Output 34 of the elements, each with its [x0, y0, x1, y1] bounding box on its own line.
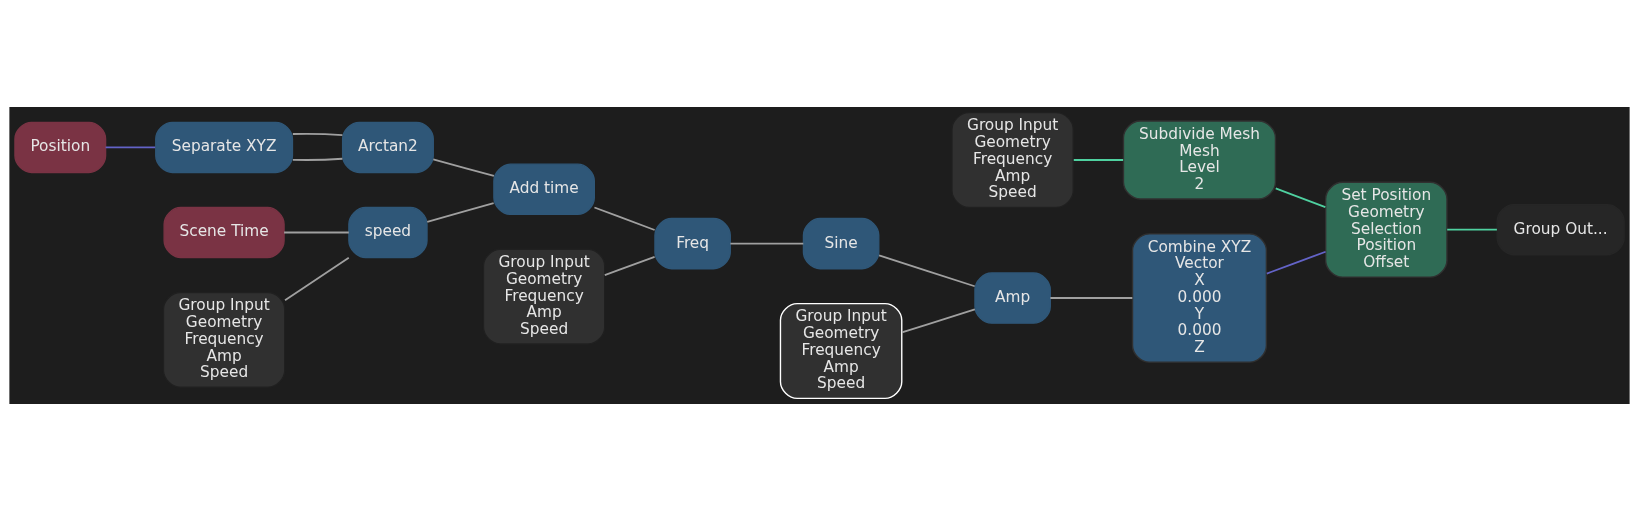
- node-box: Group Input Geometry Frequency Amp Speed: [482, 248, 606, 345]
- node-box: Amp: [974, 272, 1051, 324]
- node-box: Sine: [802, 217, 880, 270]
- node-box: Freq: [654, 217, 731, 270]
- connector: [1446, 228, 1498, 231]
- connector: [878, 254, 976, 288]
- node-box: Group Input Geometry Frequency Amp Speed: [162, 291, 286, 388]
- connector: [104, 146, 157, 149]
- connector: [729, 242, 805, 245]
- connector: [901, 308, 976, 334]
- connector: [291, 157, 344, 161]
- connector: [432, 158, 495, 177]
- node-box: Position: [14, 121, 107, 174]
- node-box: Group Input Geometry Frequency Amp Speed: [779, 302, 903, 400]
- connector: [1274, 187, 1327, 209]
- node-box: Combine XYZ Vector X 0.000 Y 0.000 Z: [1131, 233, 1268, 363]
- node-box: speed: [348, 206, 428, 259]
- node-box: Add time: [493, 163, 595, 216]
- node-box: Arctan2: [341, 121, 434, 174]
- connector: [291, 132, 344, 137]
- node-box: Scene Time: [163, 206, 285, 259]
- connector: [1265, 250, 1327, 275]
- node-box: Group Input Geometry Frequency Amp Speed: [951, 111, 1074, 209]
- connector: [283, 231, 350, 234]
- node-box: Set Position Geometry Selection Position Offset: [1324, 181, 1448, 278]
- connector: [426, 202, 495, 223]
- connector: [1072, 159, 1125, 161]
- connector: [603, 256, 656, 276]
- connector: [1049, 297, 1134, 299]
- node-box: Subdivide Mesh Mesh Level 2: [1122, 120, 1277, 200]
- node-box: Group Out...: [1496, 203, 1625, 256]
- connector: [593, 206, 656, 231]
- node-box: Separate XYZ: [155, 121, 294, 174]
- connector: [284, 256, 350, 302]
